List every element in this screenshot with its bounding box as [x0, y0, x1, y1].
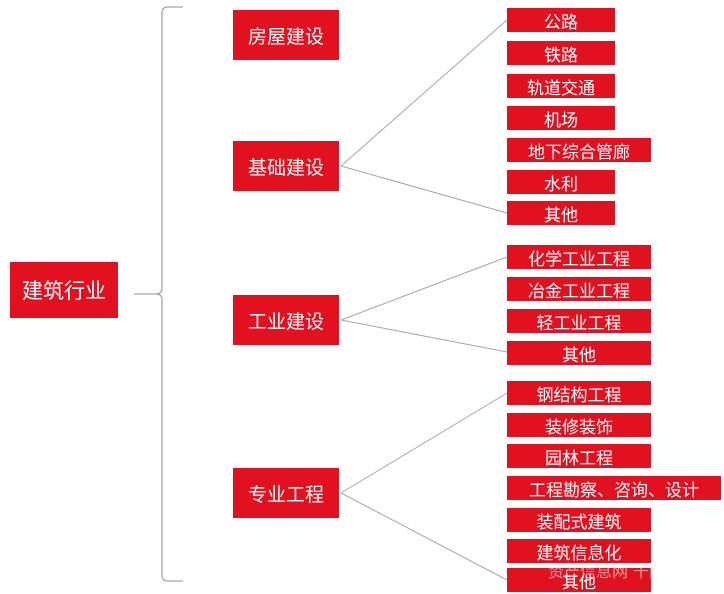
category-industrial: 工业建设	[233, 295, 339, 345]
leaf-node: 轨道交通	[507, 74, 615, 99]
leaf-node: 工程勘察、咨询、设计	[507, 476, 721, 501]
watermark: 资产信息网 千际投行	[548, 562, 698, 581]
leaf-node: 装配式建筑	[507, 508, 651, 533]
leaf-node: 其他	[507, 568, 651, 593]
connector-line	[340, 492, 508, 581]
category-house-building: 房屋建设	[233, 10, 339, 60]
leaf-node: 公路	[507, 8, 615, 33]
root-brace	[134, 6, 183, 582]
category-infrastructure: 基础建设	[233, 141, 339, 191]
leaf-node: 装修装饰	[507, 413, 651, 438]
connector-line	[340, 19, 508, 167]
leaf-node: 地下综合管廊	[507, 138, 651, 163]
leaf-node: 其他	[507, 201, 615, 226]
leaf-node: 园林工程	[507, 444, 651, 469]
leaf-node: 轻工业工程	[507, 309, 651, 334]
connector-line	[340, 392, 508, 494]
leaf-node: 铁路	[507, 41, 615, 66]
leaf-node: 化学工业工程	[507, 245, 651, 270]
connector-line	[340, 319, 508, 353]
root-node: 建筑行业	[10, 262, 118, 318]
leaf-node: 钢结构工程	[507, 381, 651, 406]
category-specialized: 专业工程	[233, 468, 339, 518]
leaf-node: 其他	[507, 341, 651, 366]
leaf-node: 水利	[507, 170, 615, 195]
connector-line	[340, 165, 508, 214]
connector-line	[340, 256, 508, 321]
leaf-node: 建筑信息化	[507, 539, 651, 564]
leaf-node: 冶金工业工程	[507, 277, 651, 302]
leaf-node: 机场	[507, 106, 615, 131]
